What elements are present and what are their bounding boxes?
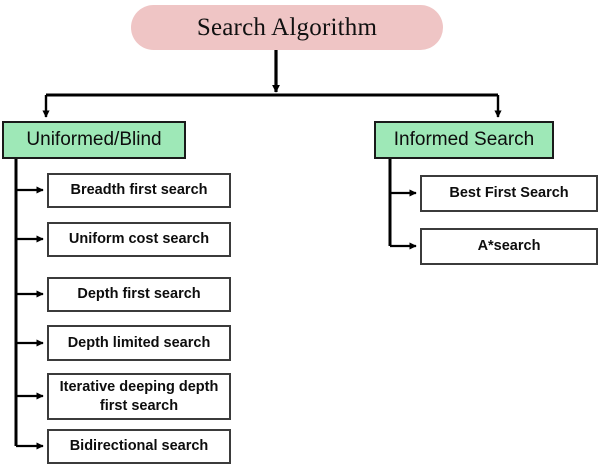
leaf-node-a-star-search[interactable]: A*search bbox=[420, 228, 598, 265]
leaf-node-label: Uniform cost search bbox=[68, 231, 210, 248]
leaf-node-bidirectional-search[interactable]: Bidirectional search bbox=[47, 429, 231, 464]
leaf-node-depth-limited-search[interactable]: Depth limited search bbox=[47, 325, 231, 361]
leaf-node-label: Depth limited search bbox=[67, 334, 211, 351]
leaf-node-breadth-first-search[interactable]: Breadth first search bbox=[47, 173, 231, 208]
leaf-node-label: A*search bbox=[477, 238, 541, 255]
leaf-node-label: Bidirectional search bbox=[69, 438, 209, 455]
category-node-label: Uniformed/Blind bbox=[26, 129, 162, 151]
edge-uninformed-leaves bbox=[16, 186, 44, 450]
leaf-node-uniform-cost-search[interactable]: Uniform cost search bbox=[47, 222, 231, 257]
leaf-node-label: Iterative deeping depth first search bbox=[59, 379, 219, 414]
edge-informed-leaves bbox=[390, 189, 417, 250]
leaf-node-label: Depth first search bbox=[77, 286, 201, 303]
leaf-node-depth-first-search[interactable]: Depth first search bbox=[47, 277, 231, 312]
leaf-node-iterative-deepening-depth-first-search[interactable]: Iterative deeping depth first search bbox=[47, 373, 231, 420]
leaf-node-label: Breadth first search bbox=[70, 182, 208, 199]
category-node-label: Informed Search bbox=[393, 129, 535, 151]
category-node-uninformed[interactable]: Uniformed/Blind bbox=[2, 121, 186, 159]
root-node-search-algorithm[interactable]: Search Algorithm bbox=[131, 5, 443, 50]
root-node-label: Search Algorithm bbox=[196, 13, 378, 41]
category-node-informed[interactable]: Informed Search bbox=[374, 121, 554, 159]
leaf-node-label: Best First Search bbox=[449, 185, 569, 202]
leaf-node-best-first-search[interactable]: Best First Search bbox=[420, 175, 598, 212]
